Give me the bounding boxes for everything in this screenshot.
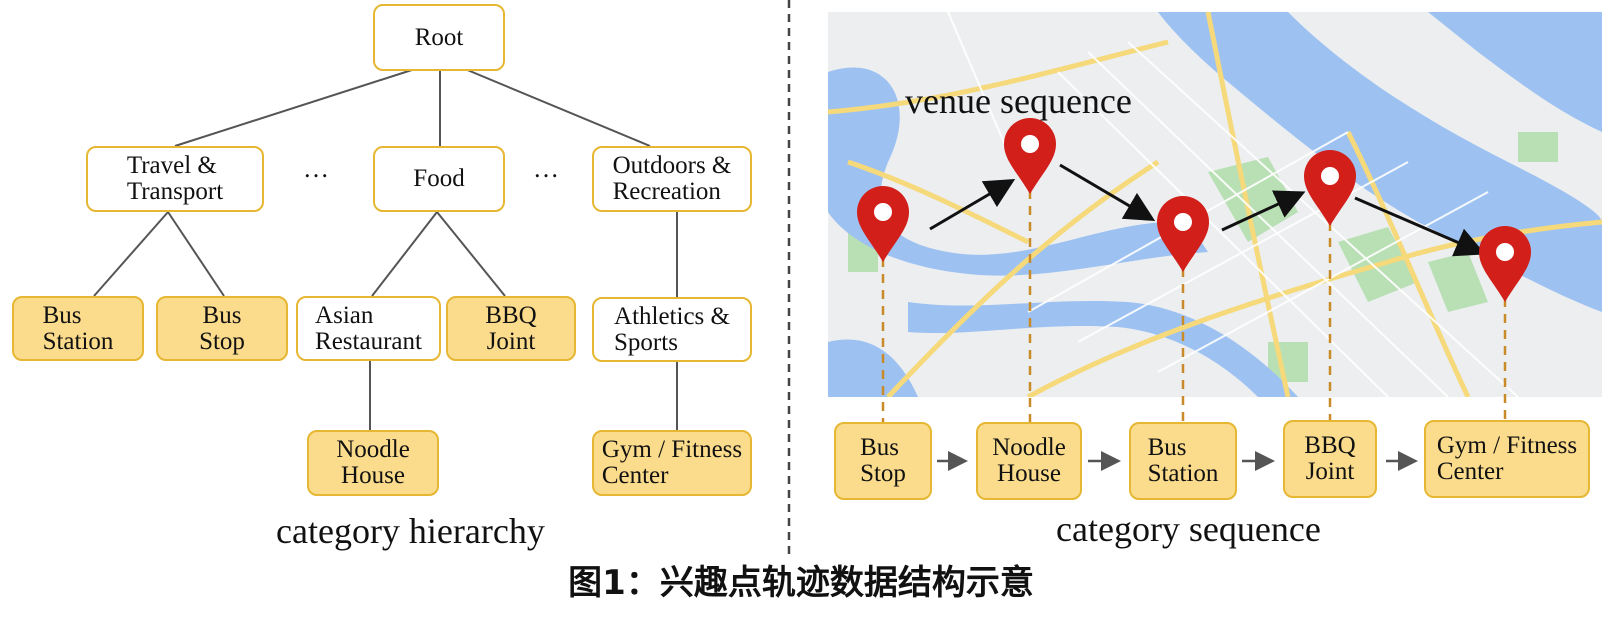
- map-pin-icon: [1304, 150, 1356, 226]
- node-gym-fitness-center: Gym / Fitness Center: [592, 430, 752, 496]
- node-bbq-joint: BBQ Joint: [446, 296, 576, 361]
- node-food: Food: [373, 146, 505, 212]
- map-pin-icon: [1004, 118, 1056, 194]
- arrow-right-icon: [929, 178, 1016, 231]
- arrow-right-icon: [1059, 163, 1156, 222]
- node-asian-restaurant: Asian Restaurant: [296, 296, 441, 361]
- map-pin-icon: [1157, 196, 1209, 272]
- caption-category-hierarchy: category hierarchy: [276, 511, 545, 551]
- arrow-right-icon: [1221, 190, 1306, 232]
- node-bus-stop: Bus Stop: [156, 296, 288, 361]
- node-root: Root: [373, 4, 505, 71]
- node-outdoors-recreation: Outdoors & Recreation: [592, 146, 752, 212]
- seq-noodle-house: Noodle House: [976, 422, 1082, 500]
- ellipsis-left: …: [303, 154, 331, 183]
- seq-bus-station: Bus Station: [1129, 422, 1237, 500]
- map-pin-icon: [857, 186, 909, 262]
- figure-title: 图1：兴趣点轨迹数据结构示意: [568, 563, 1034, 603]
- node-travel-transport: Travel & Transport: [86, 146, 264, 212]
- node-bus-station: Bus Station: [12, 296, 144, 361]
- node-athletics-sports: Athletics & Sports: [592, 297, 752, 362]
- venue-sequence-label: venue sequence: [905, 81, 1132, 121]
- city-map: [828, 12, 1602, 397]
- node-noodle-house: Noodle House: [307, 430, 439, 496]
- seq-bus-stop: Bus Stop: [834, 422, 932, 500]
- map-pin-icon: [1479, 226, 1531, 302]
- ellipsis-right: …: [533, 154, 561, 183]
- caption-category-sequence: category sequence: [1056, 509, 1321, 549]
- arrow-right-icon: [1354, 196, 1486, 257]
- seq-bbq-joint: BBQ Joint: [1283, 420, 1377, 498]
- seq-gym-fitness-center: Gym / Fitness Center: [1424, 420, 1590, 498]
